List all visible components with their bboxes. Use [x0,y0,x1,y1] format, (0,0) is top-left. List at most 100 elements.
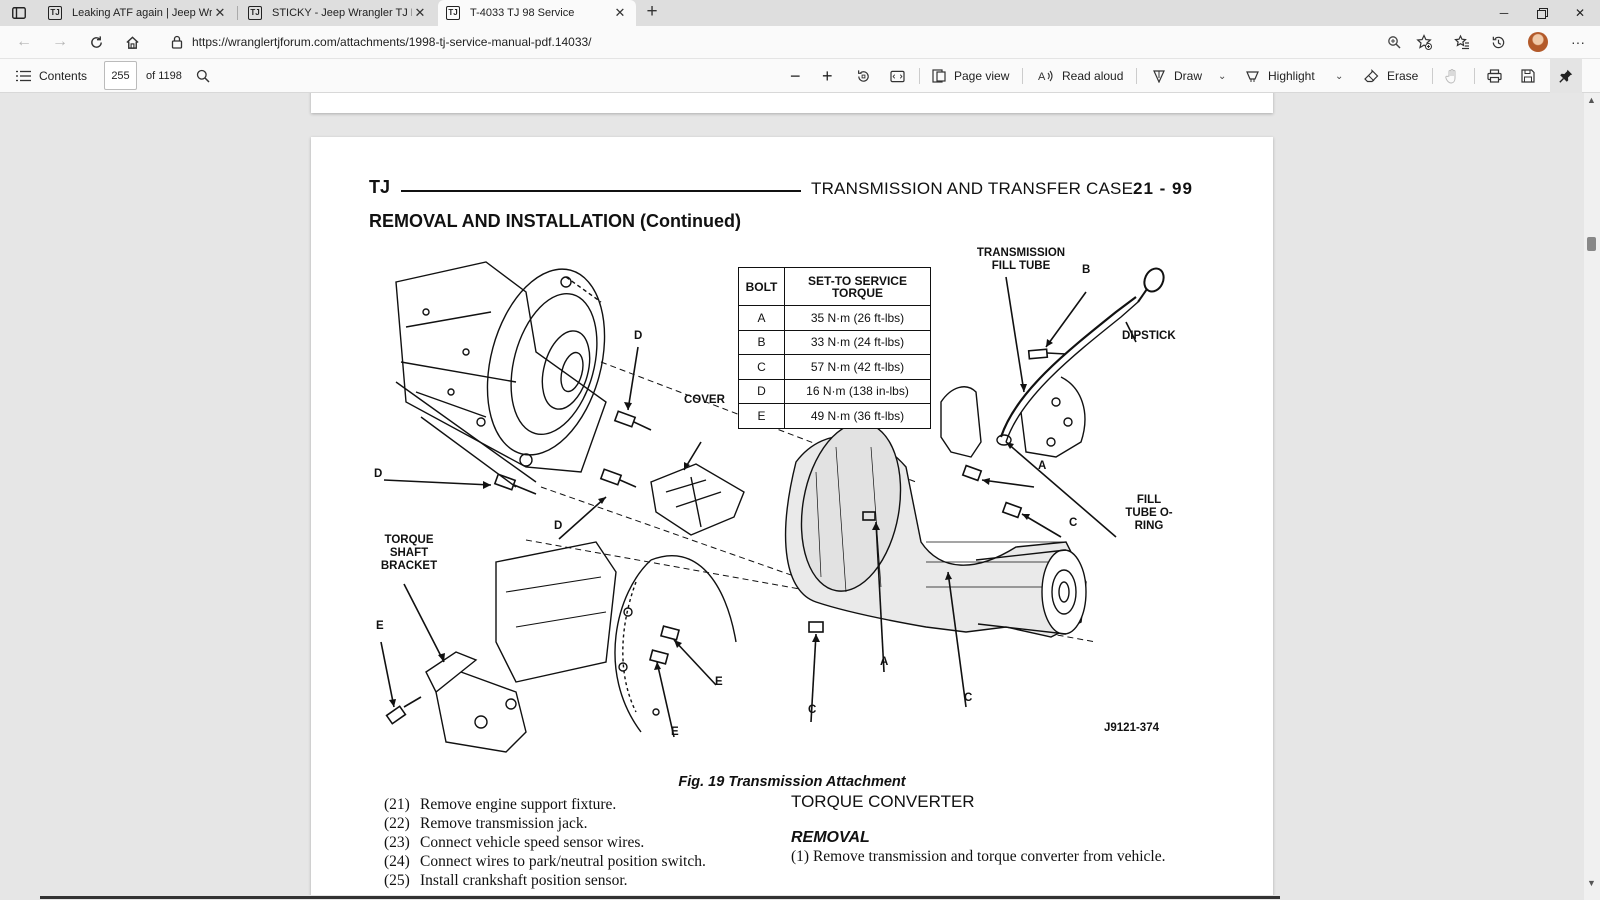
contents-label: Contents [39,69,88,83]
step-item: (23) Connect vehicle speed sensor wires. [384,833,706,852]
home-button[interactable] [118,30,146,54]
label-bolt-e-right: E [715,676,723,688]
tab-favicon-icon: TJ [446,6,460,20]
rotate-button[interactable] [856,59,871,93]
label-cover: COVER [684,394,725,406]
minimize-button[interactable]: ─ [1499,6,1509,20]
favorites-icon [1454,34,1469,50]
read-aloud-label: Read aloud [1062,69,1124,83]
step-text: Install crankshaft position sensor. [420,872,628,889]
zoom-out-button[interactable]: − [790,65,801,86]
page-number-input[interactable]: 255 [104,61,137,90]
torque-header-bolt: BOLT [738,267,785,306]
running-head-rule [401,190,801,192]
step-text: Connect vehicle speed sensor wires. [420,834,645,851]
touch-write-button[interactable] [1445,59,1458,93]
zoom-button[interactable] [1382,31,1406,53]
torque-header-value: SET-TO SERVICE TORQUE [784,267,931,306]
history-button[interactable] [1486,31,1510,53]
draw-options-chevron-icon[interactable]: ⌄ [1218,70,1227,82]
tab-sticky-manuals[interactable]: TJ STICKY - Jeep Wrangler TJ Factory Ser… [240,0,436,26]
tab-actions-button[interactable] [6,3,32,23]
figure-caption: Fig. 19 Transmission Attachment [678,774,906,790]
label-bolt-e-left: E [376,620,384,632]
removal-paragraph: (1) Remove transmission and torque conve… [791,848,1166,865]
new-tab-button[interactable]: + [646,1,658,22]
fit-width-icon [890,70,905,82]
zoom-in-button[interactable]: + [822,65,833,86]
step-number: (24) [384,853,410,870]
erase-button[interactable]: Erase [1364,59,1418,93]
url-field[interactable]: https://wranglertjforum.com/attachments/… [160,29,1420,55]
running-head-left: TJ [369,177,391,197]
torque-bolt-cell: D [738,378,785,404]
step-number: (25) [384,872,410,889]
step-number: (22) [384,815,410,832]
find-button[interactable] [196,59,210,93]
page-view-icon [932,69,946,83]
step-text: Remove engine support fixture. [420,796,617,813]
save-button[interactable] [1521,59,1535,93]
scroll-down-icon[interactable]: ▼ [1587,878,1596,888]
read-aloud-icon: A [1038,70,1053,83]
pin-toolbar-button[interactable] [1550,59,1582,93]
pdf-viewport[interactable]: TJ TRANSMISSION AND TRANSFER CASE 21 - 9… [0,93,1584,900]
draw-button[interactable]: Draw [1152,59,1202,93]
highlighter-icon [1246,71,1259,82]
installation-steps: (21)Remove engine support fixture. (22)R… [384,795,706,890]
section-heading: REMOVAL AND INSTALLATION (Continued) [369,211,741,231]
search-icon [196,69,210,83]
profile-avatar[interactable] [1528,32,1548,52]
label-bolt-d-left: D [374,468,383,480]
highlight-options-chevron-icon[interactable]: ⌄ [1335,70,1344,82]
eraser-icon [1364,69,1379,83]
back-button[interactable]: ← [16,33,32,50]
toolbar-divider [919,68,920,84]
page-view-label: Page view [954,69,1010,83]
horizontal-scroll-thumb[interactable] [40,896,1280,899]
add-favorite-button[interactable] [1412,31,1436,53]
tab-close-icon[interactable]: ✕ [614,5,626,20]
contents-button[interactable]: Contents [16,59,87,93]
restore-icon [1536,7,1548,19]
rotate-icon [858,69,869,82]
refresh-icon [90,35,102,48]
favorites-button[interactable] [1450,31,1474,53]
step-item: (25) Install crankshaft position sensor. [384,871,706,890]
transmission-exploded-drawing [380,261,1165,753]
highlight-button[interactable]: Highlight [1246,59,1315,93]
address-bar: ← → https://wranglertjforum.com/attachme… [0,26,1600,58]
pin-icon [1559,69,1573,83]
step-number: (23) [384,834,410,851]
tab-title: T-4033 TJ 98 Service [470,7,575,19]
page-view-button[interactable]: Page view [932,59,1009,93]
tab-close-icon[interactable]: ✕ [214,5,226,20]
torque-converter-section: TORQUE CONVERTER REMOVAL (1) Remove tran… [791,792,1211,866]
figure-id: J9121-374 [1104,722,1159,734]
restore-button[interactable] [1524,0,1560,26]
horizontal-scrollbar[interactable] [0,895,1584,900]
close-window-button[interactable]: ✕ [1574,6,1586,20]
label-bolt-b: B [1082,264,1091,276]
tab-close-icon[interactable]: ✕ [414,5,426,20]
scroll-up-icon[interactable]: ▲ [1587,95,1596,105]
pdf-toolbar: Contents 255 of 1198 − + Page view A Rea… [0,58,1600,93]
scroll-thumb[interactable] [1587,237,1596,251]
tab-leaking-atf[interactable]: TJ Leaking ATF again | Jeep Wrangler TJ … [40,0,236,26]
vertical-scrollbar[interactable]: ▲ ▼ [1584,93,1600,900]
fit-page-button[interactable] [890,59,905,93]
torque-bolt-cell: C [738,354,785,380]
refresh-button[interactable] [82,30,110,54]
read-aloud-button[interactable]: A Read aloud [1038,59,1123,93]
torque-bolt-cell: B [738,329,785,355]
star-add-icon [1416,34,1432,50]
tab-strip: TJ Leaking ATF again | Jeep Wrangler TJ … [0,0,1600,26]
settings-more-button[interactable]: ··· [1571,34,1585,50]
forward-button[interactable]: → [52,33,68,50]
tab-t4033-service[interactable]: TJ T-4033 TJ 98 Service ✕ [438,0,636,26]
erase-label: Erase [1387,69,1419,83]
print-button[interactable] [1487,59,1502,93]
save-icon [1521,69,1535,83]
